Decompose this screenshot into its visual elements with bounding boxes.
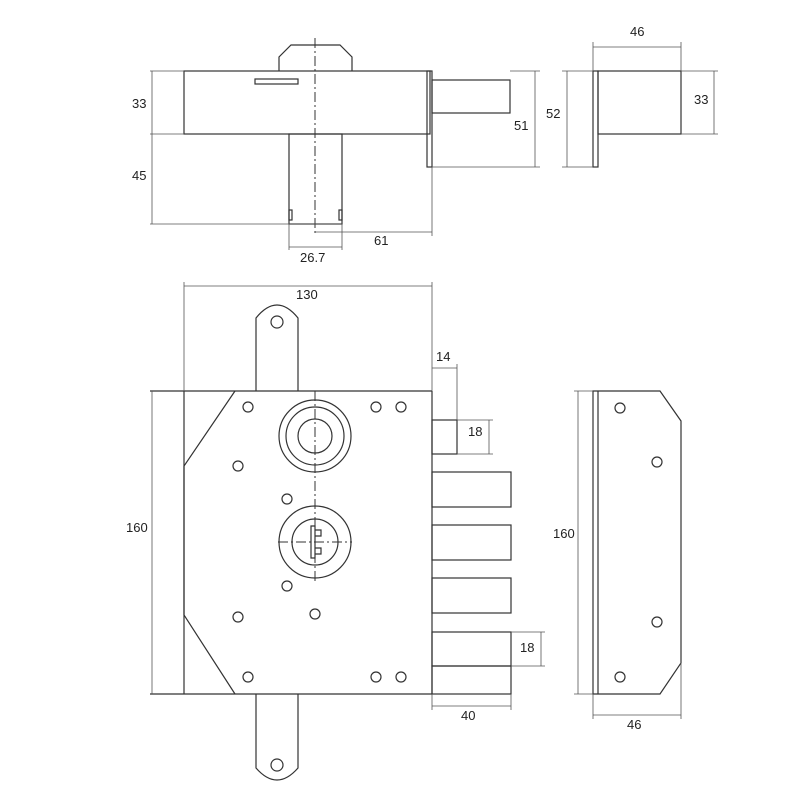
dim-label: 52 — [546, 106, 560, 121]
side-plate — [592, 70, 599, 168]
faceplate-view: 160 46 — [553, 390, 682, 732]
dim-label: 18 — [468, 424, 482, 439]
top-rod — [255, 304, 299, 391]
dim-label: 130 — [296, 287, 318, 302]
dim-label: 46 — [627, 717, 641, 732]
faceplate-top — [426, 70, 433, 168]
dim-label: 46 — [630, 24, 644, 39]
side-view: 46 52 33 — [546, 24, 718, 168]
bolt — [431, 577, 512, 614]
dim-label: 160 — [126, 520, 148, 535]
bottom-rod — [255, 694, 299, 781]
faceplate — [592, 390, 682, 695]
bolt — [431, 471, 512, 508]
bolt — [431, 631, 512, 667]
dim-label: 45 — [132, 168, 146, 183]
lock-body-top — [183, 70, 431, 135]
dim-label: 61 — [374, 233, 388, 248]
dim-label: 14 — [436, 349, 450, 364]
dim-label: 26.7 — [300, 250, 325, 265]
front-view: 130 14 18 160 18 40 — [126, 282, 545, 781]
cylinder-rosette — [278, 399, 352, 473]
key-icon — [310, 525, 322, 559]
bolt-top — [431, 79, 511, 114]
slot — [254, 78, 299, 85]
dim-label: 33 — [132, 96, 146, 111]
bolt — [431, 524, 512, 561]
dim-label: 51 — [514, 118, 528, 133]
dim-label: 18 — [520, 640, 534, 655]
latch — [431, 419, 458, 455]
dim-label: 33 — [694, 92, 708, 107]
side-box — [597, 70, 682, 135]
top-view: 33 45 51 61 26.7 — [132, 38, 540, 265]
dim-label: 40 — [461, 708, 475, 723]
screw-holes — [232, 401, 407, 683]
dim-label: 160 — [553, 526, 575, 541]
